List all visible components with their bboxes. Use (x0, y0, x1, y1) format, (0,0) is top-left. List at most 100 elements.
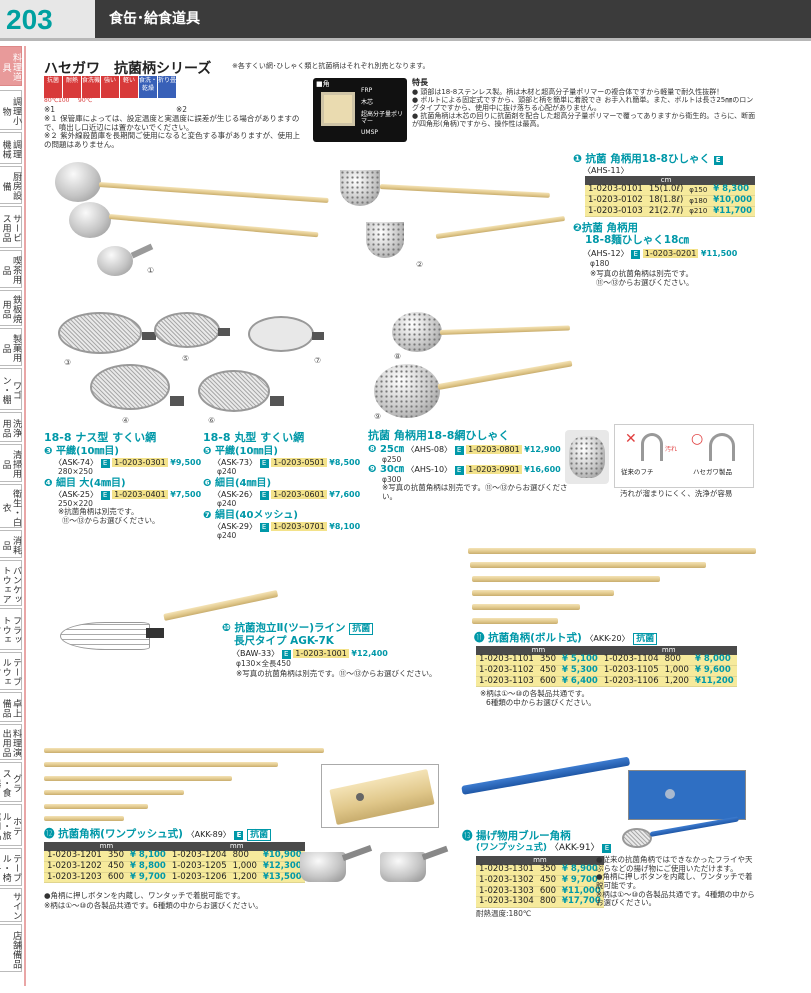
old-rim-icon (641, 433, 663, 461)
sidebar-tab[interactable]: テーブルウェア (0, 652, 22, 690)
pots-illustration (300, 834, 450, 894)
product-2-price: ¥11,500 (700, 249, 738, 258)
ami-ladle-30-handle (437, 360, 573, 390)
uv-sterilizer-icon: 折り畳 (158, 76, 176, 98)
blue-title-1: ⓭ 揚げ物用ブルー角柄 (462, 830, 571, 842)
maru-item-5-label: ❺ 平織(10㎜目) (203, 446, 279, 457)
product-2-title-1: ❷抗菌 角柄用 (573, 222, 639, 234)
e-icon: E (259, 458, 269, 468)
old-rim-label: 従来のフチ (621, 468, 654, 476)
ami-item-9-dim: φ300 (382, 474, 402, 484)
push-handle-350 (44, 816, 124, 821)
feature-1: ● 頭部は18-8ステンレス製。柄は木材と超高分子量ポリマーの複合体ですから軽量… (412, 88, 724, 96)
strainer-6 (198, 370, 270, 412)
nasu-item-4-label: ❹ 細目 大(4㎜目) (44, 478, 126, 490)
sidebar-tab[interactable]: 喫茶用品 (0, 250, 22, 288)
sidebar-tab[interactable]: 製菓用品 (0, 328, 22, 366)
sidebar-tab[interactable]: 卓上備品 (0, 692, 22, 722)
intro-notes: ※１ 保管庫によっては、設定温度と実温度に誤差が生じる場合がありますので、噴出し… (44, 114, 304, 150)
noodle-ladle-bottom (366, 222, 404, 258)
nasu-items: ❸ 平織(10㎜目) 〈ASK-74〉 E 1-0203-0301 ¥9,500… (44, 446, 204, 526)
whisk-dim: φ130×全長450 (236, 659, 291, 668)
product-2-line: 〈AHS-12〉 E 1-0203-0201 ¥11,500 (583, 249, 738, 259)
bolt-note-2: 6種類の中からお選びください。 (486, 698, 596, 707)
maru-item-5-dim: φ240 (217, 466, 237, 476)
heat-resistant-icon: 耐熱 (63, 76, 81, 98)
strainer-5-bracket (218, 328, 230, 336)
push-note-2: ※柄は①～⑩の各製品共通です。6種類の中からお選びください。 (44, 901, 263, 910)
layer-frp: FRP (361, 87, 373, 94)
label-4: ④ (122, 416, 130, 425)
maru-items: ❺ 平織(10㎜目) 〈ASK-73〉 E 1-0203-0501 ¥8,500… (203, 446, 368, 540)
sidebar-tab[interactable]: グラス・食器 (0, 762, 22, 802)
icon-footnote-2: ※2 (176, 105, 188, 114)
features-title: 特長 (412, 78, 428, 87)
sidebar-tab[interactable]: 料理演出用品 (0, 724, 22, 760)
feature-2: ● ボルトによる固定式ですから、頭部と柄を簡単に着脱でき お手入れ簡単。また、ボ… (412, 96, 754, 113)
sidebar-tab[interactable]: 店舗備品 (0, 924, 22, 972)
ami-ladle-25 (392, 312, 442, 352)
sidebar-tab[interactable]: ワゴン・棚 (0, 368, 22, 410)
nasu-item-3-line: 〈ASK-74〉 E 1-0203-0301 ¥9,500 (54, 457, 202, 468)
nasu-item-4-dim: 250×220 (58, 498, 93, 508)
e-icon: E (259, 490, 269, 500)
sidebar-tab[interactable]: 厨房設備 (0, 166, 22, 204)
ladle-small (97, 246, 133, 276)
whisk-title-1: ❿ 抗菌泡立Ⅱ(ツー)ライン 抗菌 (222, 622, 374, 636)
sidebar-tab[interactable]: 鉄板焼用品 (0, 290, 22, 326)
whisk-line: 〈BAW-33〉 E 1-0203-1001 ¥12,400 (232, 649, 388, 659)
strainer-7-bracket (312, 332, 324, 340)
blue-handle (461, 756, 631, 795)
sidebar-tab[interactable]: フラットウェア (0, 608, 22, 650)
new-rim-icon (709, 433, 735, 461)
rim-comparison-caption: 汚れが溜まりにくく、洗浄が容易 (620, 489, 733, 498)
product-1-col-header: cm (645, 176, 687, 185)
blue-handle-illustration (461, 756, 632, 820)
sidebar-tab[interactable]: 調理機械 (0, 132, 22, 164)
sidebar-tab[interactable]: サイン (0, 888, 22, 922)
maru-item-6-label: ❻ 細目(4㎜目) (203, 478, 272, 490)
sidebar-tab[interactable]: バンケットウェア (0, 560, 22, 606)
sidebar-tab[interactable]: サービス用品 (0, 206, 22, 248)
sidebar-tab[interactable]: 消耗品 (0, 530, 22, 558)
page-header: 203 食缶･給食道具 (0, 0, 811, 38)
bolt-note-1: ※柄は①～⑩の各製品共通です。 (480, 689, 589, 698)
product-2-code: 1-0203-0201 (642, 249, 699, 259)
ladles-illustration: ① (55, 160, 335, 280)
strainer-3 (58, 312, 142, 354)
header-divider (0, 38, 811, 41)
series-note: ※各すくい網･ひしゃく類と抗菌柄はそれぞれ別売となります。 (232, 62, 430, 70)
product-2-note-2: ⑪～⑬からお選びください。 (596, 278, 694, 287)
mesh-closeup-detail (569, 436, 605, 478)
section-label: ■角 (316, 80, 330, 88)
sidebar-tab[interactable]: 料理道具 (0, 46, 22, 86)
maru-item-7-label: ❼ 絹目(40メッシュ) (203, 510, 299, 522)
sidebar-tab[interactable]: 衛生・白衣 (0, 484, 22, 528)
push-button-closeup (321, 764, 439, 828)
sidebar-tab[interactable]: ホテル・旅館用品 (0, 804, 22, 846)
layer-wood-core: 木芯 (361, 99, 374, 106)
sidebar-tab[interactable]: 調理小物 (0, 90, 22, 130)
nasu-note-1: ※抗菌角柄は別売です。 (58, 507, 139, 517)
blue-handle-closeup (628, 770, 746, 820)
category-title: 食缶･給食道具 (95, 0, 811, 38)
push-handle-closeup (329, 768, 435, 826)
handle-cross-section-diagram: ■角 FRP 木芯 超高分子量ポリマー UMSP (313, 78, 407, 142)
push-note-1: ●角柄に押しボタンを内蔵し、ワンタッチで着脱可能です。 (44, 891, 245, 900)
product-1-model: 〈AHS-11〉 (583, 166, 629, 175)
dirt-label: 汚れ (665, 446, 678, 453)
sidebar-tab[interactable]: 洗浄用品 (0, 412, 22, 442)
label-6: ⑥ (208, 416, 216, 425)
e-icon: E (234, 831, 244, 840)
rim-comparison-diagram: ✕ 汚れ ○ 従来のフチ ハセガワ製品 (614, 424, 754, 488)
sidebar-tab[interactable]: テーブル・椅子 (0, 848, 22, 886)
lightweight-icon: 軽い (120, 76, 138, 98)
sidebar-tab[interactable]: 清掃用品 (0, 444, 22, 482)
